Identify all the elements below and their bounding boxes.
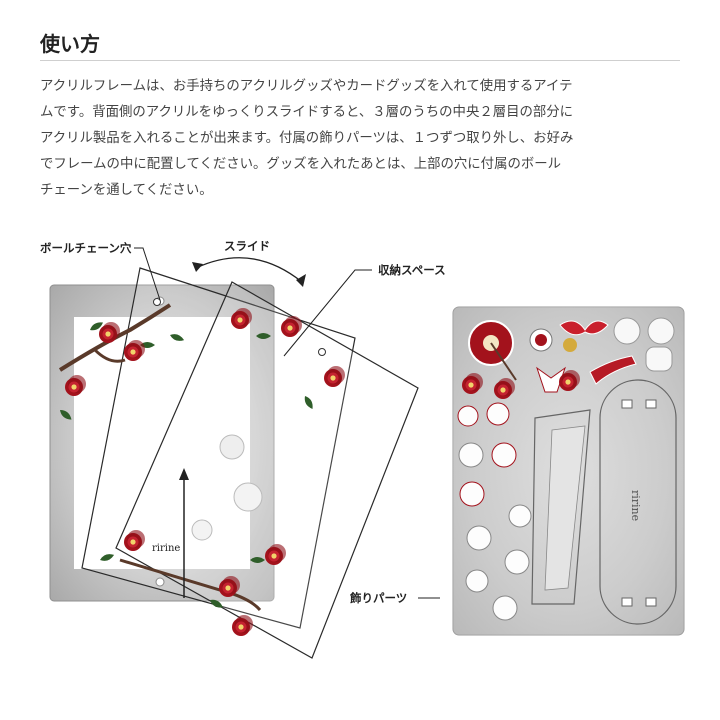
white-flower-part (508, 504, 532, 528)
camellia-branch (58, 303, 345, 422)
camellia-cluster-bottom (98, 434, 286, 636)
ball-chain-hole (153, 298, 161, 306)
umbrella-part (468, 320, 517, 381)
stand-base-part (599, 379, 677, 625)
white-camellia-part (457, 405, 479, 427)
white-flower-part (466, 525, 492, 551)
description-line: アクリル製品を入れることが出来ます。付属の飾りパーツは、１つずつ取り外し、お好み (40, 131, 574, 146)
description-line: チェーンを通してください。 (40, 183, 213, 198)
white-flower-part (492, 595, 518, 621)
title-divider (40, 60, 680, 61)
white-flower-part (504, 549, 530, 575)
white-camellia-part (459, 481, 485, 507)
bell-part (563, 338, 577, 352)
brand-mark: ririne (152, 543, 180, 554)
white-camellia-part (491, 442, 517, 468)
slide-label: スライド (224, 239, 270, 253)
insert-arrow (179, 468, 189, 598)
description-line: ムです。背面側のアクリルをゆっくりスライドすると、３層のうちの中央２層目の部分に (40, 105, 574, 120)
description-line: でフレームの中に配置してください。グッズを入れたあとは、上部の穴に付属のボール (40, 157, 562, 172)
decoration-parts-sheet: ririne (452, 306, 685, 636)
chain-hole-label: ボールチェーン穴 (40, 241, 132, 255)
white-flower-part (647, 317, 675, 345)
usage-description: アクリルフレームは、お手持ちのアクリルグッズやカードグッズを入れて使用するアイテ… (40, 74, 685, 204)
mizuhiki-knot-part (559, 320, 609, 336)
plum-blossom-part (529, 328, 553, 352)
pipe-part (589, 355, 637, 385)
white-camellia-part (486, 402, 510, 426)
slide-arrow (192, 257, 306, 287)
stand-part (531, 409, 591, 605)
callout-lines (134, 247, 440, 599)
white-flower-part (465, 569, 489, 593)
ball-chain-hole (318, 348, 326, 356)
white-flower-part (613, 317, 641, 345)
storage-space-label: 収納スペース (378, 263, 446, 277)
description-line: アクリルフレームは、お手持ちのアクリルグッズやカードグッズを入れて使用するアイテ (40, 79, 573, 94)
brand-mark: ririne (629, 490, 642, 521)
decor-parts-label: 飾りパーツ (350, 591, 408, 605)
page-title: 使い方 (40, 32, 100, 56)
white-flower-part (458, 442, 484, 468)
white-flower-part (645, 346, 673, 372)
